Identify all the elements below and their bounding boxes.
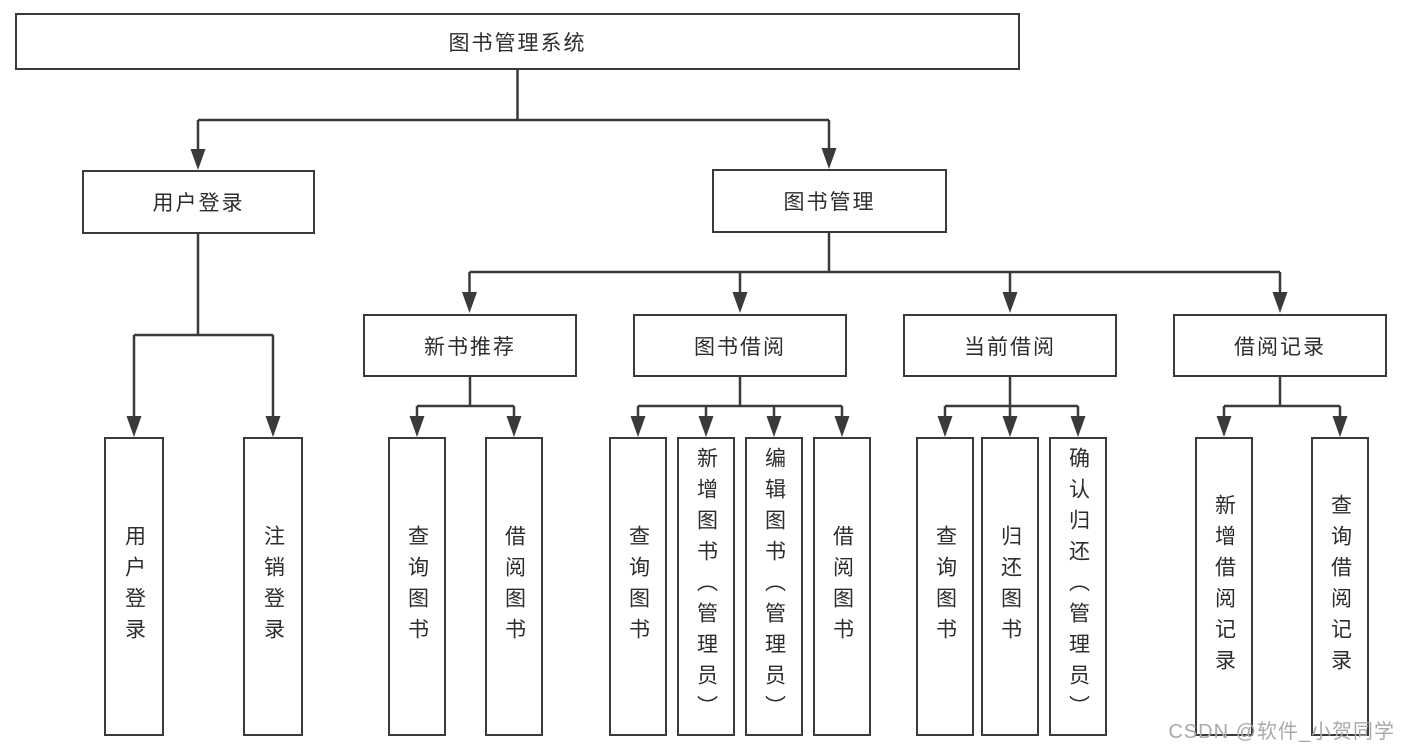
leaf-query-books-current-label: 查询图书 <box>933 524 957 649</box>
leaf-add-book-admin: 新增图书（管理员） <box>677 437 735 736</box>
connector-current-borrow-children <box>943 377 1080 421</box>
leaf-edit-book-admin: 编辑图书（管理员） <box>745 437 803 736</box>
leaf-borrow-books: 借阅图书 <box>813 437 871 736</box>
connector-borrow-record-children <box>1222 377 1342 421</box>
leaf-query-books-borrow: 查询图书 <box>609 437 667 736</box>
connector-user-login-children <box>132 234 275 420</box>
leaf-query-borrow-record: 查询借阅记录 <box>1311 437 1369 736</box>
leaf-return-books-label: 归还图书 <box>998 524 1022 649</box>
leaf-confirm-return-admin-label: 确认归还（管理员） <box>1066 447 1090 726</box>
leaf-user-login-label: 用户登录 <box>122 524 146 649</box>
leaf-borrow-books-recommend-label: 借阅图书 <box>502 524 526 649</box>
leaf-logout: 注销登录 <box>243 437 303 736</box>
connector-book-borrow-children <box>636 377 844 421</box>
leaf-logout-label: 注销登录 <box>261 524 285 649</box>
node-book-management: 图书管理 <box>712 169 947 233</box>
node-user-login: 用户登录 <box>82 170 315 234</box>
leaf-return-books: 归还图书 <box>981 437 1039 736</box>
leaf-borrow-books-recommend: 借阅图书 <box>485 437 543 736</box>
leaf-query-books-recommend-label: 查询图书 <box>405 524 429 649</box>
leaf-query-borrow-record-label: 查询借阅记录 <box>1328 493 1352 680</box>
leaf-add-borrow-record: 新增借阅记录 <box>1195 437 1253 736</box>
node-current-borrowing: 当前借阅 <box>903 314 1117 377</box>
node-new-book-recommend: 新书推荐 <box>363 314 577 377</box>
leaf-confirm-return-admin: 确认归还（管理员） <box>1049 437 1107 736</box>
node-book-borrowing: 图书借阅 <box>633 314 847 377</box>
csdn-watermark: CSDN @软件_小贺同学 <box>1168 721 1395 743</box>
leaf-edit-book-admin-label: 编辑图书（管理员） <box>762 447 786 726</box>
arrowheads <box>126 148 1348 437</box>
leaf-add-book-admin-label: 新增图书（管理员） <box>694 447 718 726</box>
node-library-management-system: 图书管理系统 <box>15 13 1020 70</box>
leaf-query-books-recommend: 查询图书 <box>388 437 446 736</box>
connector-root-to-level2 <box>196 70 831 152</box>
leaf-query-books-borrow-label: 查询图书 <box>626 524 650 649</box>
leaf-query-books-current: 查询图书 <box>916 437 974 736</box>
node-borrow-records: 借阅记录 <box>1173 314 1387 377</box>
leaf-user-login: 用户登录 <box>104 437 164 736</box>
leaf-add-borrow-record-label: 新增借阅记录 <box>1212 493 1236 680</box>
connector-book-management-children <box>468 233 1282 296</box>
connector-new-book-children <box>415 377 516 421</box>
leaf-borrow-books-label: 借阅图书 <box>830 524 854 649</box>
